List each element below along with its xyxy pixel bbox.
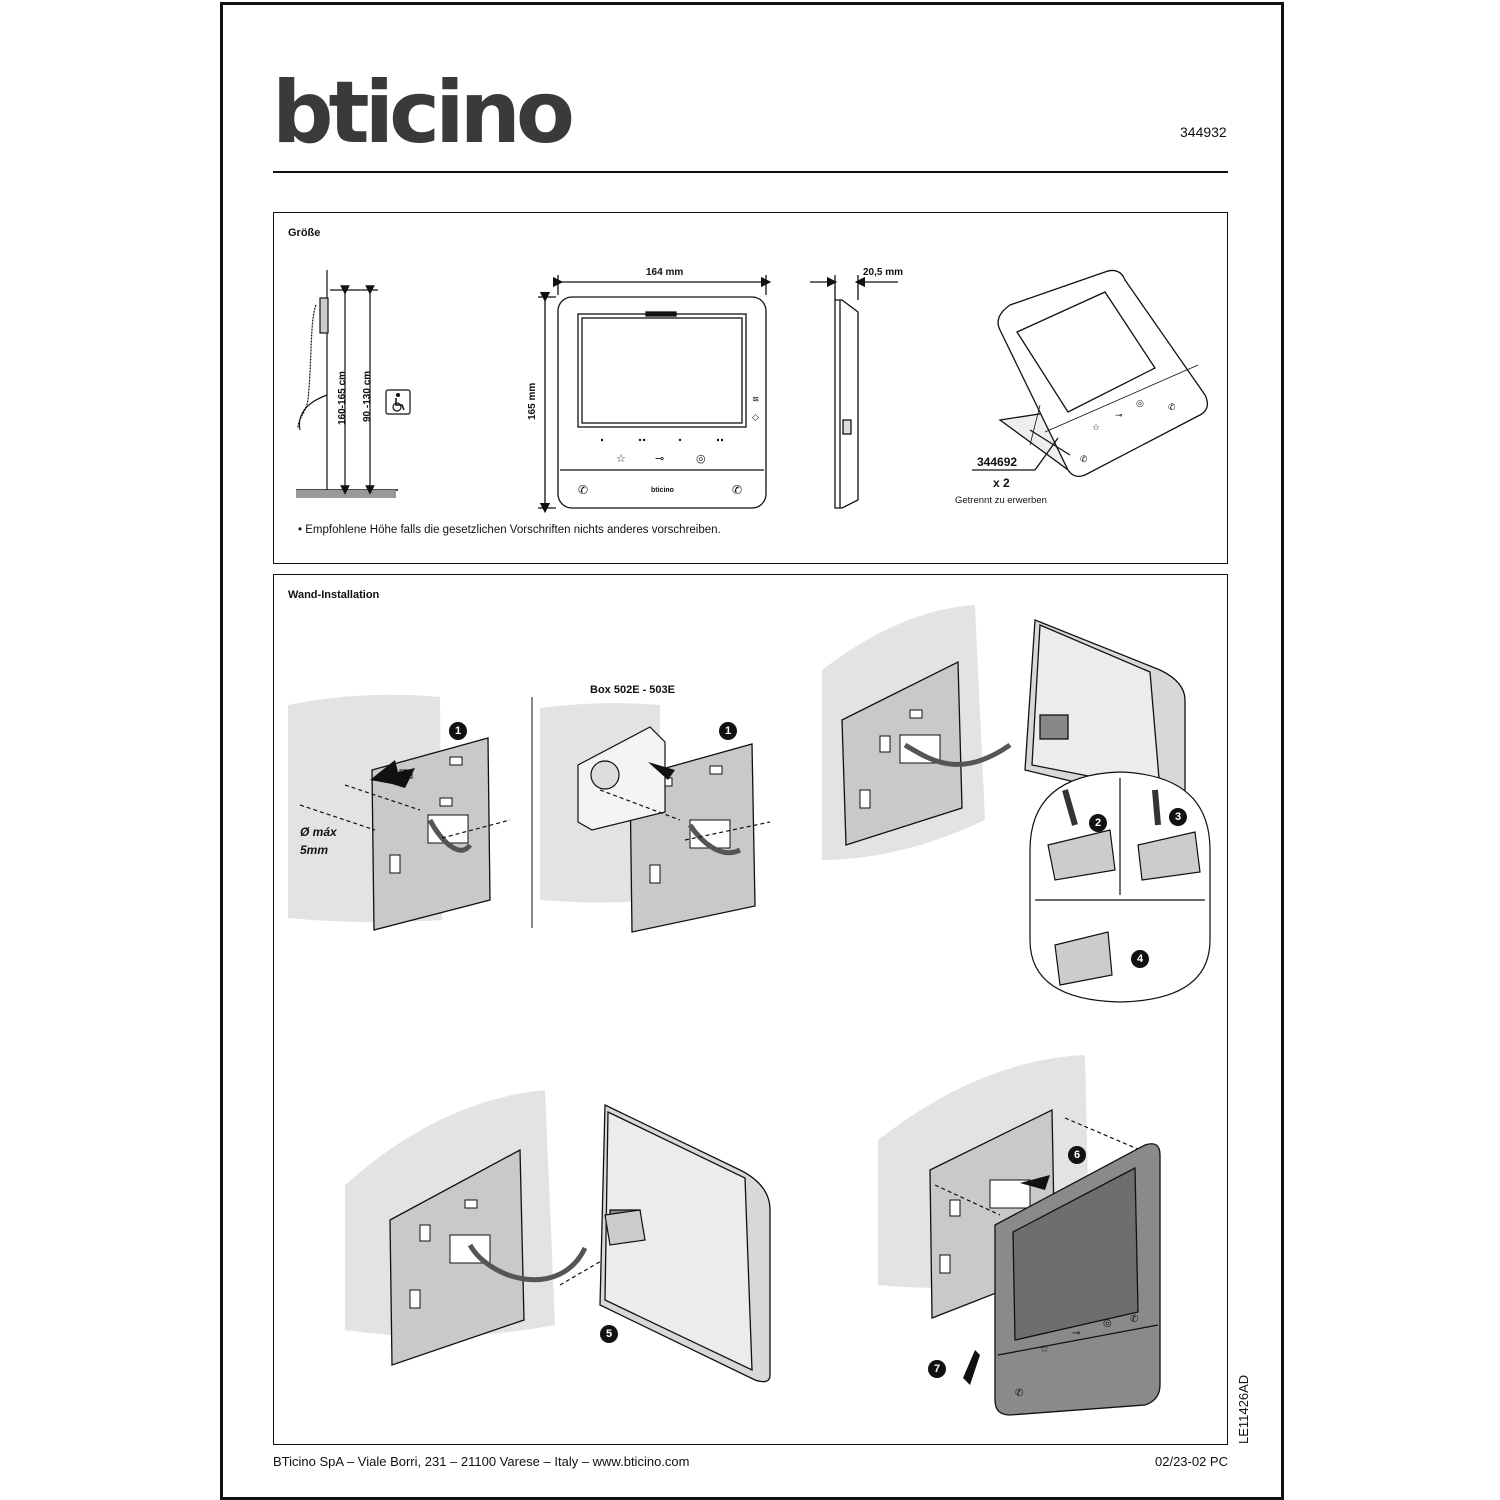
svg-text:✆: ✆	[1080, 455, 1088, 465]
drill-label-line1: Ø máx	[300, 825, 337, 839]
front-view-buttons: ☆ ⊸ ◎ ✆ ✆ ≋ ◇	[578, 395, 760, 497]
svg-text:☆: ☆	[616, 452, 626, 465]
terminal-detail	[604, 771, 1211, 1246]
svg-text:✆: ✆	[578, 483, 588, 497]
footer-address: BTicino SpA – Viale Borri, 231 – 21100 V…	[273, 1454, 690, 1469]
svg-text:⊸: ⊸	[655, 452, 664, 465]
wall-box	[577, 726, 666, 831]
install-section-title: Wand-Installation	[288, 589, 380, 601]
accessory-quantity: x 2	[993, 476, 1010, 490]
drill-label-line2: 5mm	[300, 843, 329, 857]
depth-dimension: 20,5 mm	[863, 267, 904, 278]
step-4-badge: 4	[1131, 950, 1149, 968]
height-recommended-label: 160-165 cm	[337, 371, 348, 425]
brand-logo: bticino	[272, 63, 575, 163]
step-3-badge: 3	[1169, 808, 1187, 826]
svg-text:✆: ✆	[1168, 403, 1176, 413]
svg-text:◎: ◎	[1103, 1318, 1112, 1329]
footer-revision: 02/23-02 PC	[1155, 1454, 1228, 1469]
height-note: • Empfohlene Höhe falls die gesetzlichen…	[298, 524, 721, 536]
svg-text:≋: ≋	[752, 395, 760, 405]
step-6-badge: 6	[1068, 1146, 1086, 1164]
accessible-icon	[392, 393, 405, 412]
height-accessible-label: 90 -130 cm	[362, 370, 373, 422]
step-2-badge: 2	[1089, 814, 1107, 832]
accessory-code: 344692	[977, 455, 1018, 469]
svg-text:☆: ☆	[1040, 1344, 1049, 1355]
device-side-view	[810, 275, 898, 509]
svg-text:◎: ◎	[1136, 399, 1144, 409]
height-note-text: Empfohlene Höhe falls die gesetzlichen V…	[305, 524, 721, 536]
front-view-brand: bticino	[651, 487, 674, 494]
mounting-height-diagram	[296, 270, 411, 498]
document-code: LE11426AD	[1236, 1374, 1251, 1444]
width-dimension: 164 mm	[646, 267, 684, 278]
svg-text:⊸: ⊸	[1072, 1328, 1080, 1339]
svg-text:◇: ◇	[752, 413, 759, 423]
step-1-badge: 1	[449, 722, 467, 740]
wall-box-label: Box 502E - 503E	[590, 684, 675, 696]
mounted-device-icons: ☆ ⊸ ◎ ✆ ✆	[1015, 1314, 1138, 1399]
svg-text:☆: ☆	[1092, 423, 1100, 433]
drill-diameter-label: Ø máx 5mm	[300, 823, 337, 859]
device-back-bottom	[599, 1103, 771, 1383]
header-divider	[273, 171, 1228, 173]
size-section-title: Größe	[288, 227, 321, 239]
svg-text:◎: ◎	[696, 452, 706, 465]
step-1-box-badge: 1	[719, 722, 737, 740]
svg-text:✆: ✆	[732, 483, 742, 497]
svg-text:✆: ✆	[1015, 1388, 1023, 1399]
svg-text:⊸: ⊸	[1115, 411, 1123, 421]
desk-stand-buttons: ☆ ⊸ ◎ ✆ ✆	[1080, 399, 1176, 465]
accessory-note: Getrennt zu erwerben	[955, 495, 1047, 506]
mounted-device	[994, 1143, 1161, 1416]
step-7-badge: 7	[928, 1360, 946, 1378]
device-back-top	[1024, 619, 1186, 807]
desk-stand-view	[972, 269, 1209, 477]
device-front-view	[538, 275, 772, 514]
product-code: 344932	[1180, 124, 1227, 140]
height-dimension: 165 mm	[527, 382, 538, 420]
step-5-badge: 5	[600, 1325, 618, 1343]
svg-text:✆: ✆	[1130, 1314, 1138, 1325]
